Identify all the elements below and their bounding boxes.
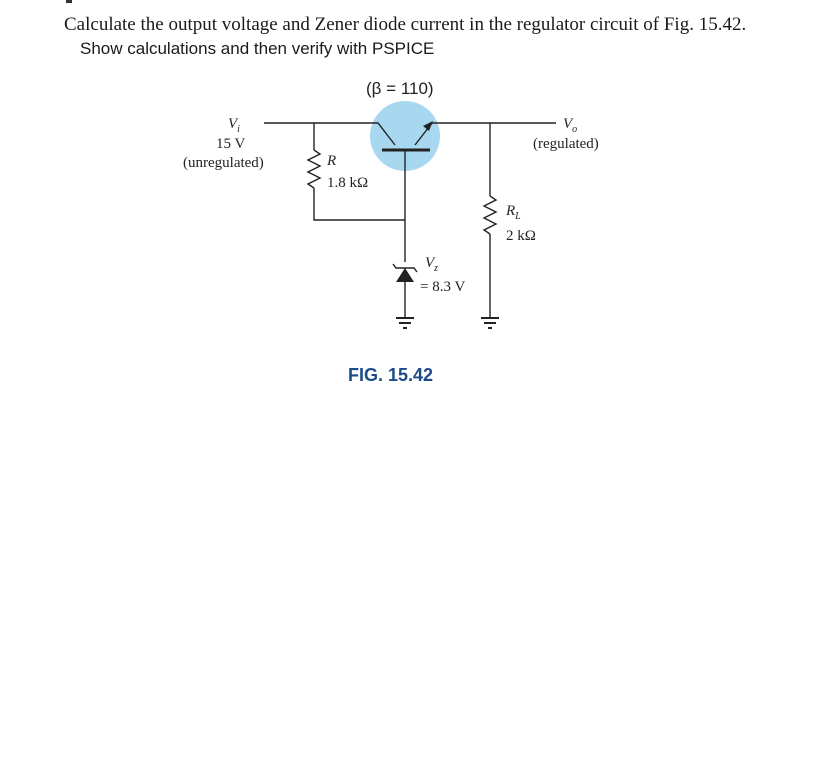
r-symbol: R	[326, 153, 336, 169]
beta-label: (β = 110)	[366, 79, 434, 98]
vz-value: = 8.3 V	[420, 279, 465, 295]
emitter-arrow	[423, 121, 433, 131]
vi-value: 15 V	[216, 136, 245, 152]
resistor-r-symbol	[306, 149, 322, 189]
rl-symbol: RL	[505, 203, 521, 222]
zener-diode-body	[396, 268, 414, 282]
input-wire	[264, 122, 396, 146]
rl-value: 2 kΩ	[506, 228, 536, 244]
ground-icon	[396, 317, 414, 329]
r-value: 1.8 kΩ	[327, 175, 368, 191]
resistor-rl-symbol	[482, 195, 498, 235]
transistor-highlight	[370, 101, 440, 171]
figure-caption: FIG. 15.42	[348, 365, 433, 385]
resistor-bottom-wire	[313, 188, 405, 221]
question-line-2: Show calculations and then verify with P…	[80, 39, 435, 58]
vo-note: (regulated)	[533, 136, 599, 152]
question-line-1: Calculate the output voltage and Zener d…	[64, 14, 747, 35]
zener-cathode-bar	[392, 263, 418, 273]
vi-symbol: Vi	[228, 116, 240, 135]
ground-icon	[481, 317, 499, 329]
vo-symbol: Vo	[563, 116, 577, 135]
page-fragment-mark	[66, 0, 72, 3]
vz-symbol: Vz	[425, 255, 438, 274]
vi-note: (unregulated)	[183, 155, 264, 171]
